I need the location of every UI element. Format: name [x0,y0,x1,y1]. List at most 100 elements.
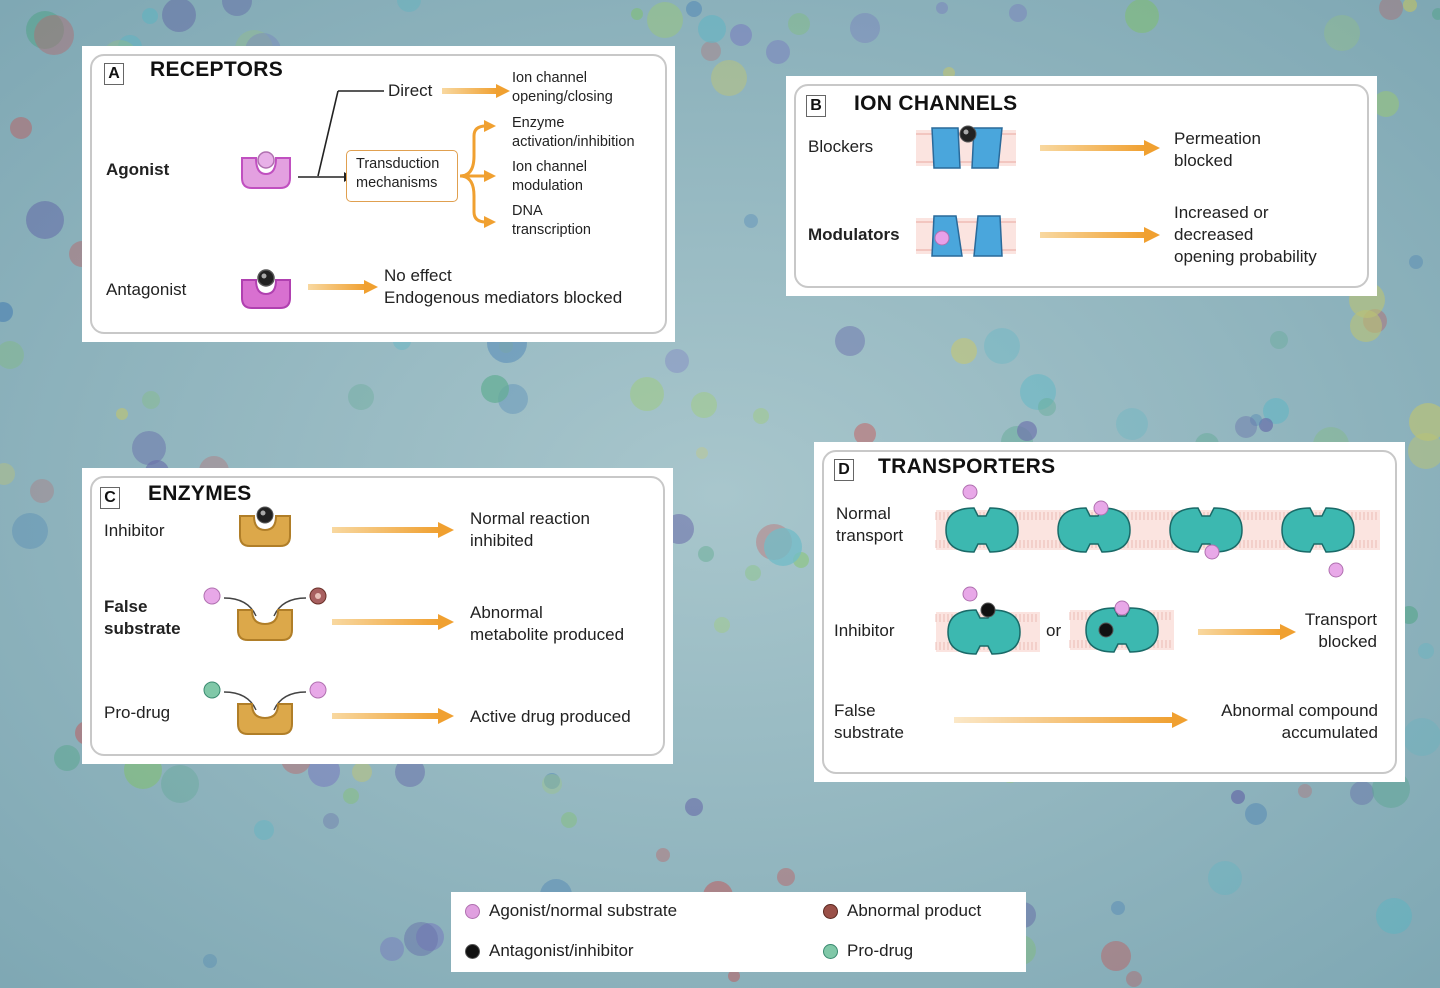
transporter-false-substrate-label: False substrate [834,701,904,742]
molecule-atom [730,24,752,46]
agonist-label: Agonist [106,160,170,179]
molecule-atom [1250,414,1262,426]
molecule-atom [745,565,761,581]
substrate-dot [1114,600,1130,616]
molecule-atom [142,391,160,409]
molecule-atom [1259,418,1273,432]
direct-label: Direct [388,81,433,100]
molecule-atom [395,757,425,787]
molecule-atom [686,1,702,17]
molecule-atom [142,8,158,24]
transporters-panel: D TRANSPORTERS Normal transport Inhibito… [814,442,1405,782]
normal-transport-label: Normal transport [836,504,904,545]
molecule-atom [854,423,876,445]
molecule-atom [1009,4,1027,22]
molecule-atom [416,923,444,951]
molecule-atom [756,524,792,560]
molecule-atom [1403,0,1417,12]
molecule-atom [222,0,252,16]
molecule-atom [1270,331,1288,349]
abnormal-product-dot-icon [823,904,838,919]
permeation-blocked-label: Permeation blocked [1174,129,1261,170]
enzyme-pro-drug-icon [203,681,327,735]
molecule-atom [1263,398,1289,424]
molecule-atom [12,513,48,549]
molecule-atom [1408,433,1440,469]
molecule-atom [1379,0,1403,20]
molecule-atom [1111,901,1125,915]
molecule-atom [0,302,13,322]
molecule-atom [397,0,421,12]
molecule-atom [1208,861,1242,895]
substrate-dot [962,484,978,500]
molecule-atom [685,798,703,816]
molecule-atom [665,349,689,373]
molecule-atom [1101,941,1131,971]
molecule-atom [698,15,726,43]
substrate-dot [1328,562,1344,578]
legend-agonist: Agonist/normal substrate [489,901,678,920]
legend: Agonist/normal substrate Abnormal produc… [451,892,1026,972]
molecule-atom [54,745,80,771]
ion-channels-panel: B ION CHANNELS Blockers Modulators Perme… [786,76,1377,296]
molecule-atom [793,552,809,568]
molecule-atom [498,384,528,414]
molecule-atom [1038,398,1056,416]
receptors-panel: A RECEPTORS Agonist Antagonist Direct Tr… [82,46,675,342]
molecule-atom [788,13,810,35]
transport-inhibited-icon-2 [1069,600,1174,653]
blockers-arrow [1040,140,1160,156]
molecule-atom [1017,421,1037,441]
ion-channels-title: ION CHANNELS [854,92,1018,115]
molecule-atom [0,341,24,369]
molecule-atom [698,546,714,562]
enzyme-false-substrate-icon [203,587,327,641]
ion-channel-modulated-icon [916,215,1016,257]
molecule-atom [766,40,790,64]
molecule-atom [728,970,740,982]
active-drug-label: Active drug produced [470,707,631,726]
abnormal-metabolite-label: Abnormal metabolite produced [470,603,625,644]
antagonist-dot-icon [465,944,480,959]
molecule-atom [343,788,359,804]
molecule-atom [1245,803,1267,825]
panel-letter-a: A [104,63,124,85]
molecule-atom [254,820,274,840]
transport-blocked-label: Transport blocked [1304,610,1377,651]
molecule-atom [936,2,948,14]
molecule-atom [380,937,404,961]
molecule-atom [1350,781,1374,805]
molecule-atom [1116,408,1148,440]
false-substrate-label: False substrate [104,597,181,638]
normal-reaction-inhibited-label: Normal reaction inhibited [470,509,590,550]
molecule-atom [1020,374,1056,410]
molecule-atom [404,922,438,956]
molecule-atom [764,528,802,566]
molecule-atom [691,392,717,418]
molecule-atom [34,15,74,55]
ion-channel-opening-label: Ion channel opening/closing [512,70,613,105]
enzymes-title: ENZYMES [148,482,252,505]
molecule-atom [1363,309,1387,333]
modulators-label: Modulators [808,225,900,244]
molecule-atom [162,0,196,32]
molecule-atom [499,339,513,353]
inhibitor-transport-arrow [1198,624,1296,640]
molecule-atom [744,214,758,228]
transporter-inhibitor-label: Inhibitor [834,621,895,640]
legend-pro-drug: Pro-drug [847,941,914,960]
molecule-atom [116,408,128,420]
dna-transcription-label: DNA transcription [512,203,591,238]
transduction-label: Transduction mechanisms [356,156,440,191]
pro-drug-dot-icon [823,944,838,959]
molecule-atom [1409,403,1440,441]
blockers-label: Blockers [808,137,874,156]
molecule-atom [1231,790,1245,804]
molecule-atom [1376,898,1412,934]
legend-antagonist: Antagonist/inhibitor [489,941,634,960]
panel-letter-d: D [834,459,854,481]
panel-letter-c: C [100,487,120,509]
molecule-atom [696,447,708,459]
molecule-atom [1418,643,1434,659]
molecule-atom [203,954,217,968]
